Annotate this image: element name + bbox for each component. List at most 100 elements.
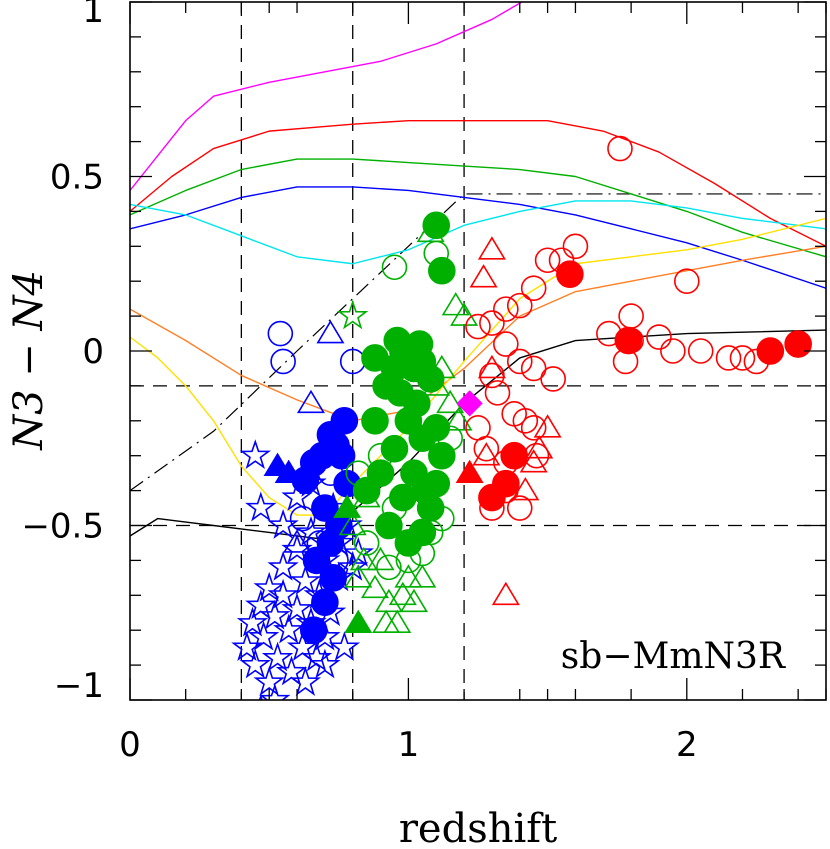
data-point-circle xyxy=(540,366,566,392)
data-points xyxy=(231,135,812,700)
data-point-triangle xyxy=(344,609,373,634)
x-tick-label: 2 xyxy=(676,725,698,765)
data-point-triangle xyxy=(441,292,470,316)
data-point-circle xyxy=(311,588,339,617)
data-point-circle xyxy=(380,434,409,463)
data-point-circle xyxy=(506,495,533,521)
data-point-circle xyxy=(361,406,389,435)
model-track-line xyxy=(130,217,826,516)
data-point-triangle xyxy=(408,564,437,588)
data-point-circle xyxy=(375,511,403,540)
model-track-line xyxy=(130,245,826,422)
y-tick-label: 0 xyxy=(82,332,104,372)
data-point-circle xyxy=(534,247,561,274)
data-point-star xyxy=(289,665,322,696)
data-point-triangle xyxy=(366,546,395,571)
data-point-circle xyxy=(512,407,539,434)
data-point-triangle xyxy=(316,319,345,344)
data-point-star xyxy=(236,606,269,637)
data-point-star xyxy=(259,683,291,700)
data-point-star xyxy=(289,564,322,595)
data-point-star xyxy=(337,299,369,330)
model-track-line xyxy=(130,186,826,289)
data-point-star xyxy=(239,648,271,679)
plot-border xyxy=(129,1,827,701)
data-point-circle xyxy=(614,326,643,355)
data-point-triangle xyxy=(519,449,548,473)
x-tick-label: 1 xyxy=(398,725,420,765)
dashdot-line xyxy=(130,193,826,492)
data-point-circle xyxy=(345,460,372,486)
model-track-line xyxy=(130,2,524,191)
data-point-triangle xyxy=(477,236,506,260)
data-point-circle xyxy=(383,326,412,355)
data-point-triangle xyxy=(344,564,373,588)
data-point-circle xyxy=(376,554,402,581)
data-point-circle xyxy=(422,211,451,240)
data-point-star xyxy=(245,491,277,522)
data-point-circle xyxy=(479,362,505,389)
data-point-triangle xyxy=(283,529,312,553)
data-point-circle xyxy=(422,413,451,442)
data-point-circle xyxy=(646,324,672,350)
data-point-circle xyxy=(428,441,456,470)
data-point-circle xyxy=(500,441,528,470)
data-point-circle xyxy=(479,310,505,336)
data-point-triangle xyxy=(422,372,451,396)
data-point-triangle xyxy=(450,302,479,326)
model-track-line xyxy=(130,329,826,541)
data-point-circle xyxy=(756,337,785,365)
data-point-circle xyxy=(506,348,533,375)
data-point-circle xyxy=(660,338,686,364)
data-point-circle xyxy=(372,372,400,400)
data-point-circle xyxy=(429,505,455,532)
data-point-circle xyxy=(520,275,547,301)
reference-lines xyxy=(130,2,826,700)
data-point-circle xyxy=(484,380,511,406)
y-axis-title: N3 − N4 xyxy=(6,270,52,451)
data-point-circle xyxy=(687,338,714,364)
data-point-circle xyxy=(381,495,408,521)
data-point-triangle xyxy=(491,581,520,606)
data-point-diamond xyxy=(456,390,483,417)
data-point-circle xyxy=(520,414,547,441)
data-point-circle xyxy=(416,365,445,393)
data-point-star xyxy=(259,599,291,630)
data-point-circle xyxy=(493,296,519,322)
data-point-star xyxy=(337,550,369,581)
y-tick-label: −0.5 xyxy=(21,507,104,547)
data-point-circle xyxy=(437,425,463,452)
plot-frame xyxy=(129,1,827,701)
data-point-circle xyxy=(473,435,500,462)
data-point-circle xyxy=(381,254,408,281)
data-point-circle xyxy=(556,260,584,289)
data-point-circle xyxy=(367,442,394,469)
data-point-triangle xyxy=(427,354,456,379)
data-point-circle xyxy=(607,135,633,162)
data-point-star xyxy=(267,578,299,609)
model-track-line xyxy=(130,200,826,265)
data-point-star xyxy=(281,592,313,623)
data-point-circle xyxy=(493,331,519,357)
data-point-circle xyxy=(465,313,491,340)
data-point-star xyxy=(253,571,285,602)
data-point-circle xyxy=(673,268,700,295)
data-point-star xyxy=(261,641,294,672)
data-point-triangle xyxy=(296,389,325,414)
annotation-label: sb−MmN3R xyxy=(561,636,786,677)
data-point-circle xyxy=(428,256,456,285)
data-point-circle xyxy=(422,469,451,498)
data-point-star xyxy=(275,655,308,686)
x-tick-label: 0 xyxy=(119,725,141,765)
y-tick-label: −1 xyxy=(54,666,104,706)
data-point-circle xyxy=(784,330,812,358)
data-point-circle xyxy=(353,530,380,556)
x-axis-title: redshift xyxy=(399,806,557,849)
data-point-circle xyxy=(267,320,294,347)
data-point-triangle xyxy=(416,218,445,243)
data-point-triangle xyxy=(436,389,465,414)
data-point-circle xyxy=(395,547,422,574)
data-point-circle xyxy=(729,345,756,371)
